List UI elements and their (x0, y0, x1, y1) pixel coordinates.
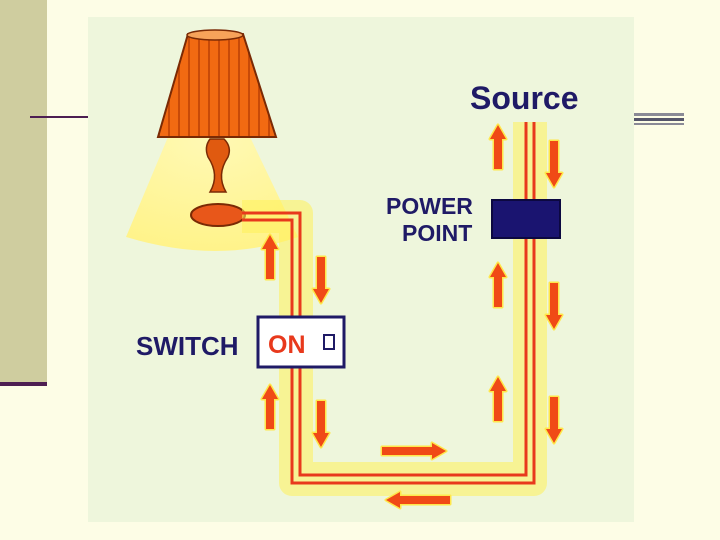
slide-side-underline (0, 382, 47, 386)
current-arrow-icon (260, 233, 280, 281)
circuit-diagram: ON Source POWER POINT SWITCH (126, 29, 578, 510)
current-arrow-icon (260, 383, 280, 431)
switch-indicator (323, 334, 335, 350)
switch-state-label: ON (268, 331, 306, 359)
power-point-label-line1: POWER (386, 193, 473, 219)
wire-inner (242, 122, 536, 485)
current-arrows (260, 123, 564, 510)
power-point-label-line2: POINT (402, 220, 472, 246)
title-rule-left (30, 116, 90, 118)
lamp-base (190, 203, 246, 227)
lamp-shade-top (186, 29, 244, 41)
wire-outer (242, 122, 528, 477)
current-arrow-icon (384, 490, 452, 510)
current-arrow-icon (311, 399, 331, 449)
current-arrow-icon (488, 261, 508, 309)
current-arrow-icon (311, 255, 331, 305)
power-point-icon (491, 199, 561, 239)
switch-icon: ON (256, 315, 346, 369)
wire (242, 122, 536, 485)
lamp-icon (156, 29, 278, 227)
lamp-neck (205, 138, 231, 193)
current-arrow-icon (488, 123, 508, 171)
current-arrow-icon (544, 139, 564, 189)
source-label: Source (470, 80, 578, 116)
current-arrow-icon (488, 375, 508, 423)
current-arrow-icon (544, 281, 564, 331)
current-arrow-icon (544, 395, 564, 445)
switch-label: SWITCH (136, 331, 239, 361)
title-rule-right (632, 113, 684, 125)
slide-side-bar (0, 0, 47, 382)
current-arrow-icon (380, 441, 448, 461)
lamp-shade (156, 33, 278, 138)
wire-glow (242, 122, 547, 496)
